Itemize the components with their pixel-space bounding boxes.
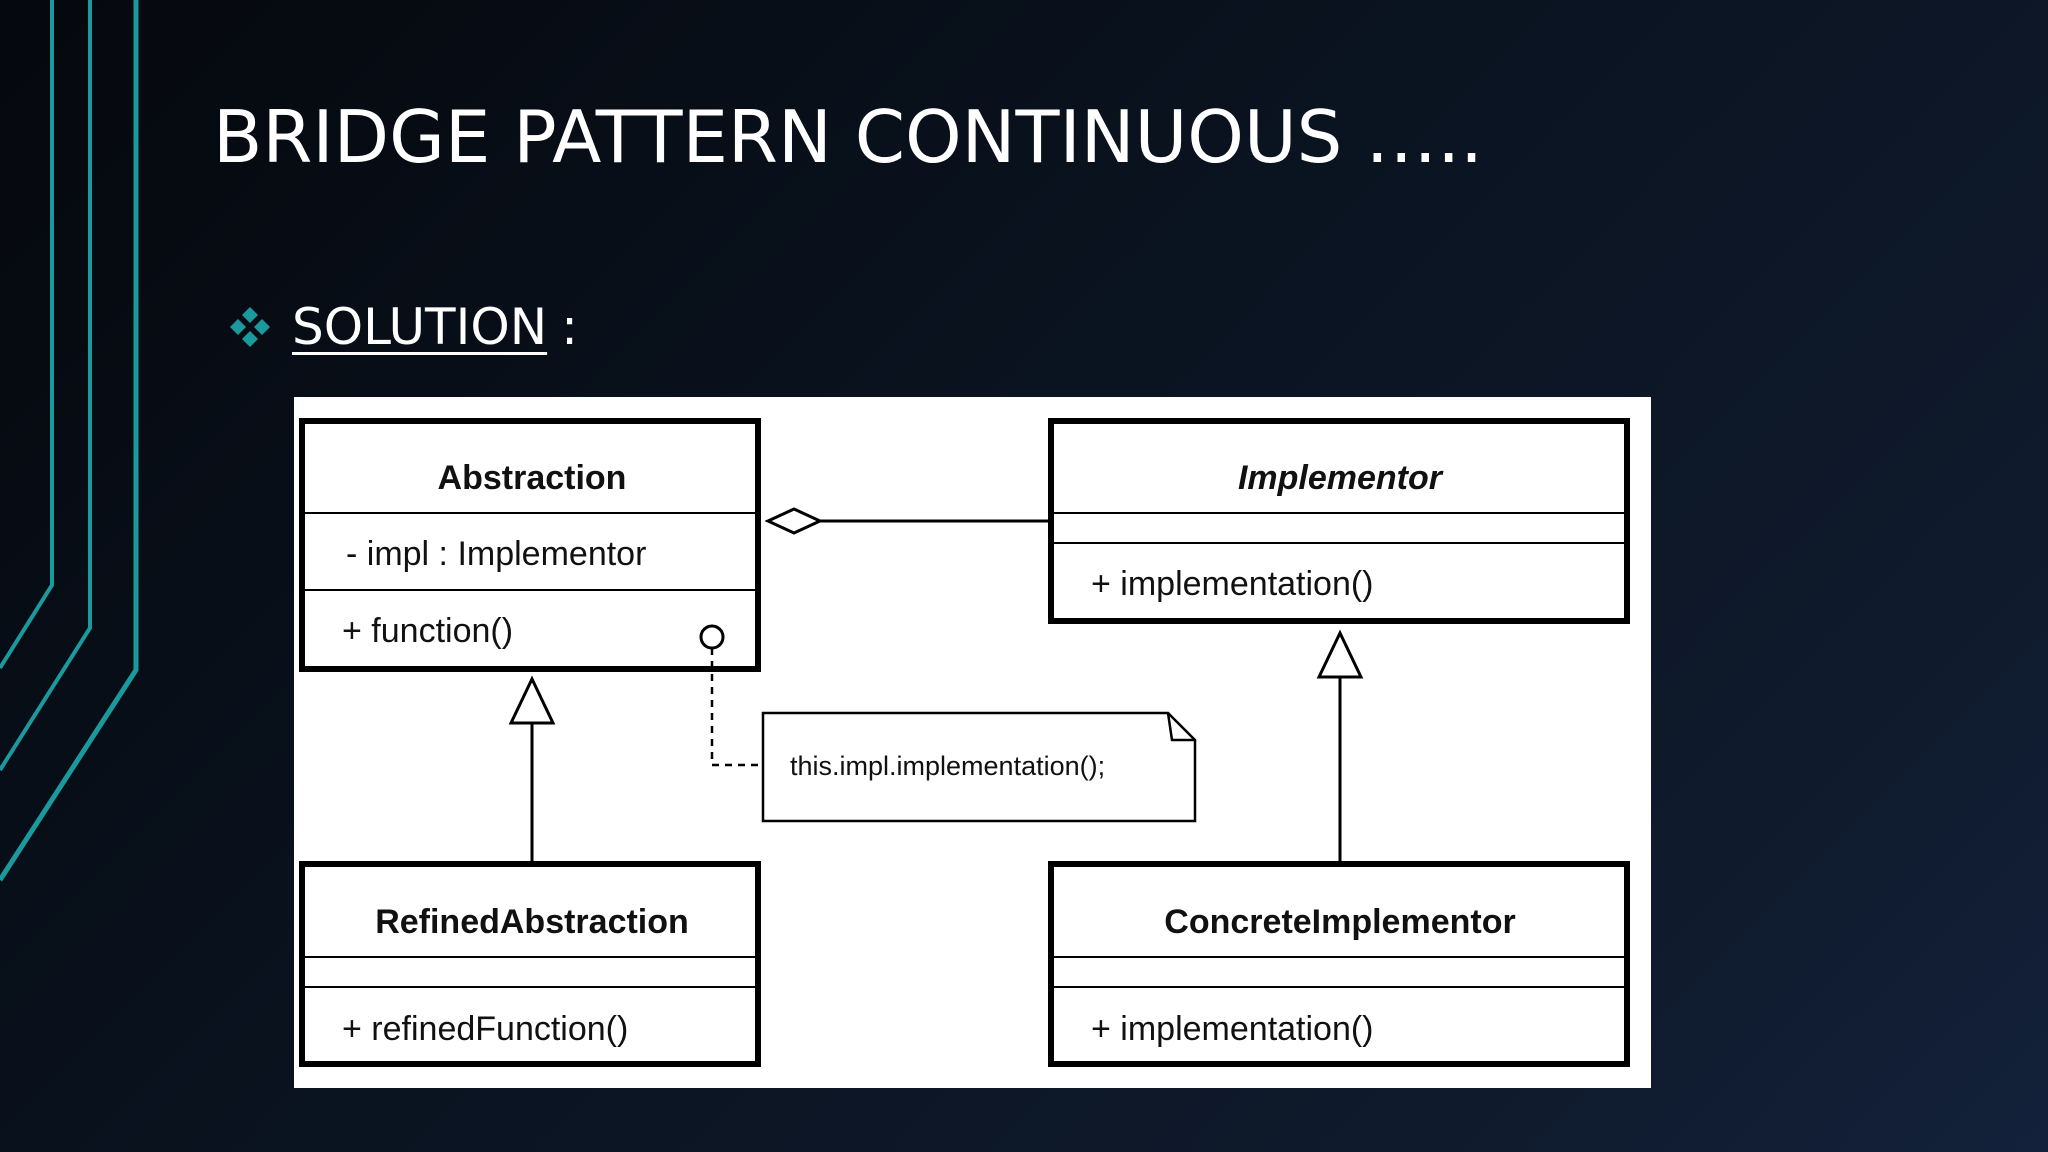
class-box bbox=[299, 861, 761, 1067]
class-concrete-implementor: ConcreteImplementor + implementation() bbox=[1048, 861, 1630, 1067]
inheritance-arrowhead bbox=[1316, 629, 1364, 679]
uml-class-diagram: Abstraction - impl : Implementor + funct… bbox=[299, 418, 1630, 1067]
generalization-concrete-to-implementor bbox=[1316, 629, 1364, 864]
four-diamond-bullet-icon bbox=[230, 307, 270, 347]
note-anchor-circle bbox=[699, 624, 725, 650]
note-connector bbox=[699, 624, 763, 767]
class-implementor: Implementor + implementation() bbox=[1048, 418, 1630, 624]
class-method: + implementation() bbox=[1091, 1010, 1374, 1048]
accent-line-2 bbox=[0, 0, 92, 772]
class-name: RefinedAbstraction bbox=[375, 903, 689, 941]
note-dashed-line bbox=[710, 648, 763, 767]
bullet-colon: : bbox=[561, 298, 578, 356]
note-box: this.impl.implementation(); bbox=[761, 711, 1197, 823]
class-name: ConcreteImplementor bbox=[1164, 903, 1515, 941]
aggregation-connector bbox=[764, 507, 1051, 535]
accent-line-3 bbox=[0, 0, 139, 882]
aggregation-diamond bbox=[764, 507, 824, 535]
class-name: Implementor bbox=[1238, 459, 1444, 497]
bullet-solution: SOLUTION : bbox=[228, 292, 578, 362]
note-text: this.impl.implementation(); bbox=[790, 751, 1105, 781]
inheritance-arrowhead bbox=[508, 675, 556, 725]
decorative-accent-lines bbox=[0, 0, 139, 882]
accent-line-1 bbox=[0, 0, 54, 670]
class-method: + implementation() bbox=[1091, 565, 1374, 603]
class-box bbox=[1048, 418, 1630, 624]
bullet-label: SOLUTION bbox=[292, 298, 548, 356]
generalization-refined-to-abstraction bbox=[508, 675, 556, 864]
class-abstraction: Abstraction - impl : Implementor + funct… bbox=[299, 418, 761, 672]
class-box bbox=[299, 418, 761, 672]
class-attribute: - impl : Implementor bbox=[346, 535, 646, 573]
class-name: Abstraction bbox=[438, 459, 627, 497]
uml-diagram-panel: Abstraction - impl : Implementor + funct… bbox=[294, 397, 1651, 1088]
class-method: + function() bbox=[342, 612, 513, 650]
slide-title: BRIDGE PATTERN CONTINUOUS ….. bbox=[213, 95, 1484, 179]
class-refined-abstraction: RefinedAbstraction + refinedFunction() bbox=[299, 861, 761, 1067]
class-method: + refinedFunction() bbox=[342, 1010, 628, 1048]
note-folded-corner bbox=[1166, 712, 1195, 742]
